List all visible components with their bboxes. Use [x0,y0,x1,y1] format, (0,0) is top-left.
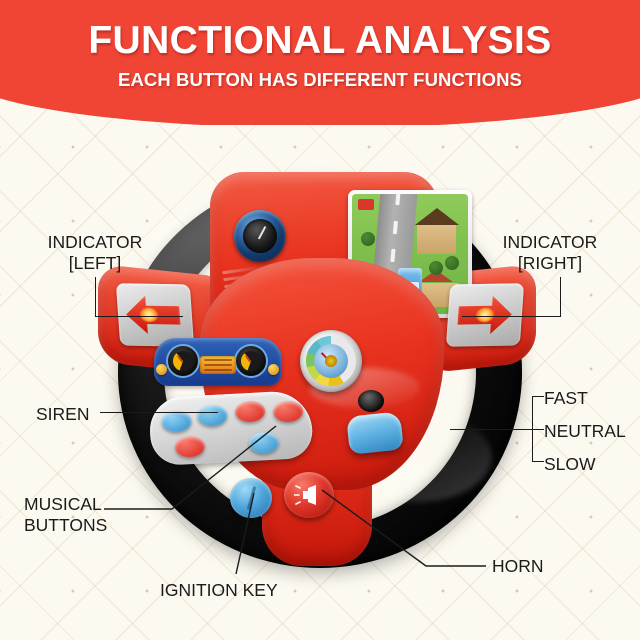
page-subtitle: EACH BUTTON HAS DIFFERENT FUNCTIONS [118,69,522,90]
gear-lever-base [358,390,384,412]
leader-indicator-right-v [560,277,562,317]
house-roof-2 [419,269,454,282]
red-car-graphic [357,198,375,210]
lcd-readout [200,356,236,374]
page-title: FUNCTIONAL ANALYSIS [88,19,552,62]
header-banner: FUNCTIONAL ANALYSIS EACH BUTTON HAS DIFF… [0,0,640,125]
label-gear-slow: SLOW [544,454,596,474]
house-roof-1 [414,208,459,226]
indicator-lamp-small-left [156,364,167,375]
label-musical-buttons: MUSICAL BUTTONS [24,494,108,535]
leader-indicator-left-v [95,277,97,317]
leader-gear-fast-h [532,396,544,398]
horn-speaker-icon [294,485,316,505]
label-horn: HORN [492,556,544,576]
label-indicator-left: INDICATOR [LEFT] [47,232,143,273]
horn-button[interactable] [284,472,334,518]
speedometer-center [325,355,337,367]
label-ignition-key: IGNITION KEY [160,580,278,600]
indicator-lamp-small-right [268,364,279,375]
speedometer-dial[interactable] [300,330,362,392]
tree-graphic [428,261,443,276]
dial-left-icon[interactable] [234,210,286,262]
leader-gear-slow-h [532,461,544,463]
header-curved-band [0,0,640,125]
leader-indicator-right-h [462,316,561,318]
house-graphic-1 [416,222,457,254]
leader-gear-stem [450,429,533,431]
tree-graphic [361,232,376,247]
label-siren: SIREN [36,404,90,424]
speed-gauge-small [234,344,268,378]
label-gear-neutral: NEUTRAL [544,421,626,441]
gauge-cluster [154,338,282,386]
tachometer-gauge [166,344,200,378]
steering-wheel-product-image [98,162,536,580]
tree-graphic [444,256,459,271]
label-gear-fast: FAST [544,388,588,408]
ignition-key-knob[interactable] [230,478,272,518]
leader-siren [100,412,218,414]
leader-indicator-left-h [95,316,183,318]
leader-gear-neutral-h [532,429,544,431]
label-indicator-right: INDICATOR [RIGHT] [502,232,598,273]
